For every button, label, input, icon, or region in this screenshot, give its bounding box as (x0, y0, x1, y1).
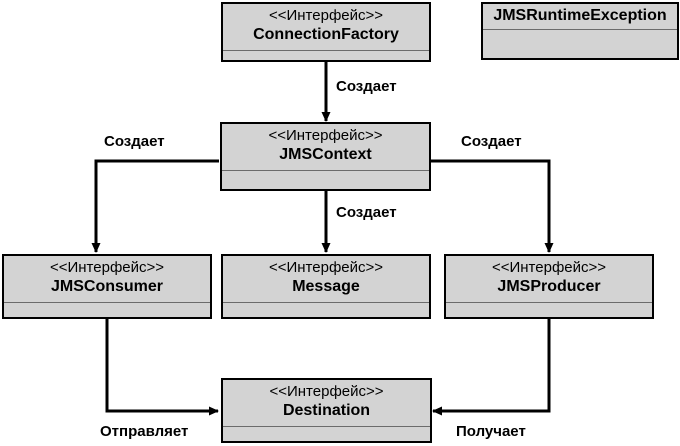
class-box-connectionfactory[interactable]: <<Интерфейс>> ConnectionFactory (221, 2, 431, 62)
connector-jmscontext-to-jmsproducer (431, 159, 554, 253)
class-box-jmsruntimeexception[interactable]: JMSRuntimeException (481, 2, 679, 60)
edge-label-connectionfactory-to-jmscontext: Создает (336, 78, 397, 95)
stereotype-label: <<Интерфейс>> (491, 259, 607, 276)
stereotype-label: <<Интерфейс>> (269, 383, 384, 400)
class-name-label: Destination (282, 401, 371, 419)
connector-jmsproducer-to-destination (432, 319, 551, 416)
edge-label-jmscontext-to-jmsconsumer: Создает (104, 133, 165, 150)
edge-label-jmscontext-to-jmsproducer: Создает (461, 133, 522, 150)
stereotype-label: <<Интерфейс>> (268, 127, 383, 144)
class-name-label: JMSProducer (497, 277, 601, 295)
class-name-label: JMSConsumer (50, 277, 164, 295)
class-attributes-compartment (446, 302, 652, 317)
class-attributes-compartment (223, 302, 429, 317)
class-header: <<Интерфейс>> ConnectionFactory (223, 4, 429, 51)
edge-label-jmsconsumer-to-destination: Отправляет (100, 423, 189, 440)
class-name-label: Message (292, 277, 360, 295)
class-name-label: ConnectionFactory (253, 25, 399, 43)
class-box-message[interactable]: <<Интерфейс>> Message (221, 254, 431, 319)
class-name-label: JMSRuntimeException (493, 7, 667, 24)
class-box-jmsproducer[interactable]: <<Интерфейс>> JMSProducer (444, 254, 654, 319)
class-header: <<Интерфейс>> JMSContext (222, 124, 429, 171)
class-attributes-compartment (483, 29, 677, 58)
stereotype-label: <<Интерфейс>> (268, 259, 384, 276)
class-name-label: JMSContext (279, 145, 372, 163)
stereotype-label: <<Интерфейс>> (268, 7, 384, 24)
class-header: <<Интерфейс>> Destination (223, 380, 430, 427)
class-header: <<Интерфейс>> Message (223, 256, 429, 303)
class-box-destination[interactable]: <<Интерфейс>> Destination (221, 378, 432, 443)
class-header: JMSRuntimeException (483, 4, 677, 30)
class-header: <<Интерфейс>> JMSConsumer (4, 256, 210, 303)
class-attributes-compartment (223, 426, 430, 441)
connector-jmsconsumer-to-destination (105, 319, 219, 416)
edge-label-jmscontext-to-message: Создает (336, 204, 397, 221)
stereotype-label: <<Интерфейс>> (49, 259, 165, 276)
connector-jmscontext-to-jmsconsumer (91, 159, 219, 253)
class-attributes-compartment (223, 50, 429, 60)
edge-label-jmsproducer-to-destination: Получает (456, 423, 526, 440)
class-attributes-compartment (222, 170, 429, 189)
class-box-jmsconsumer[interactable]: <<Интерфейс>> JMSConsumer (2, 254, 212, 319)
class-header: <<Интерфейс>> JMSProducer (446, 256, 652, 303)
class-attributes-compartment (4, 302, 210, 317)
class-box-jmscontext[interactable]: <<Интерфейс>> JMSContext (220, 122, 431, 191)
